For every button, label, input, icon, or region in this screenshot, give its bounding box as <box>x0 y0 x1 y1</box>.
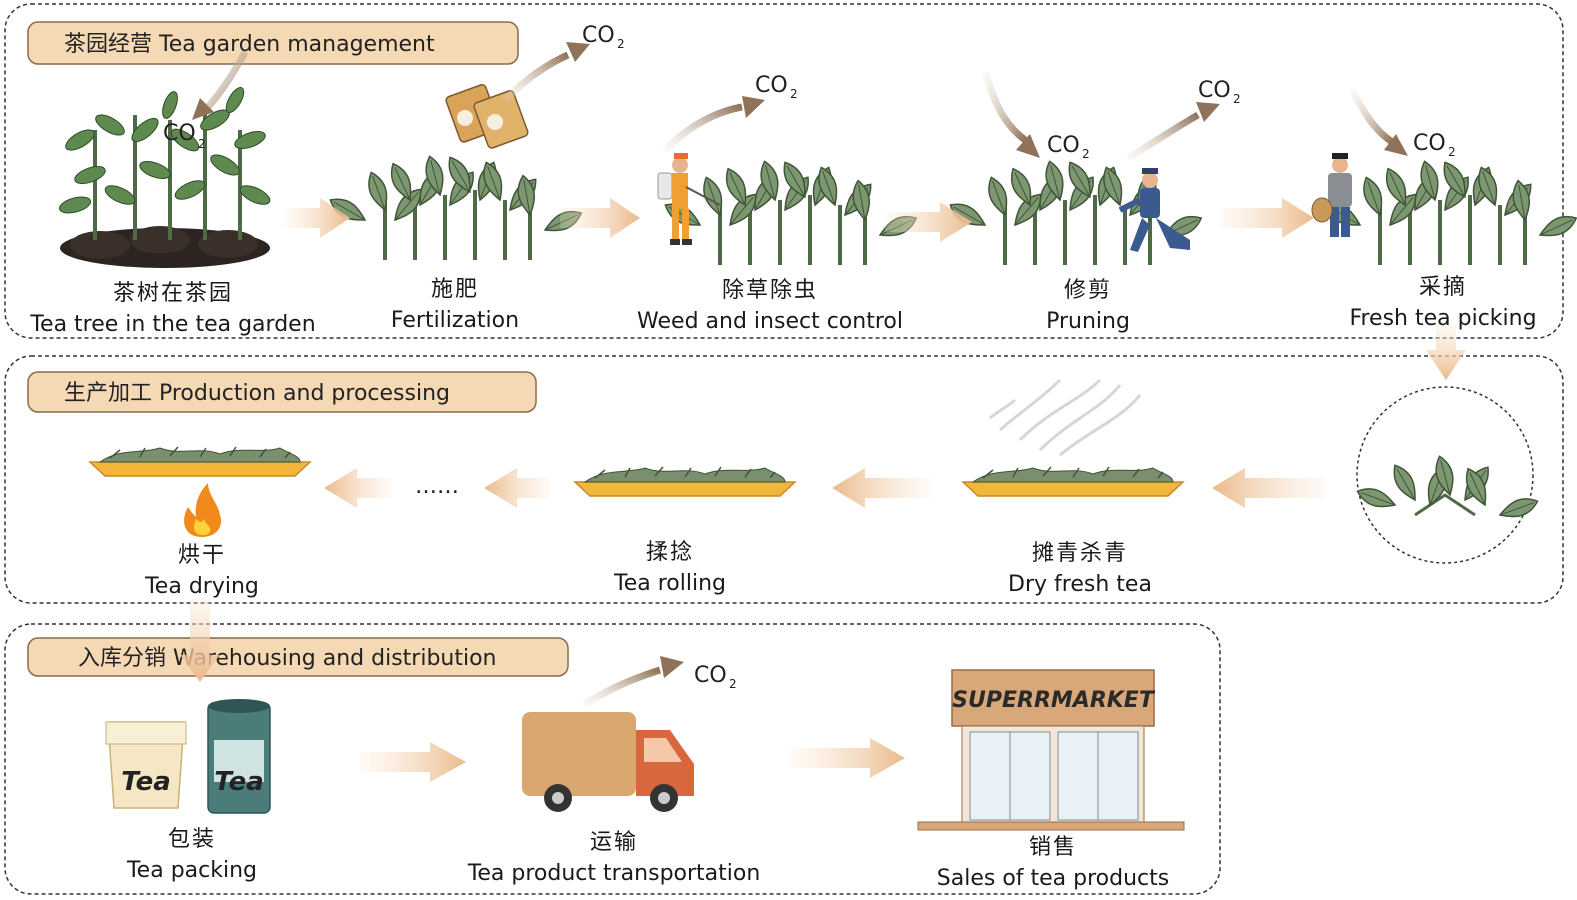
store-sign: SUPERRMARKET <box>952 688 1156 713</box>
co2-arrow-transport <box>582 656 684 708</box>
warehousing-section-border <box>4 623 1221 895</box>
svg-text:2: 2 <box>198 137 206 151</box>
production-section-border <box>4 355 1564 604</box>
sprayer-worker-icon <box>657 153 721 245</box>
svg-text:2: 2 <box>1448 145 1456 159</box>
delivery-truck-icon <box>522 712 694 812</box>
step-dry-fresh-zh: 摊青杀青 <box>1032 541 1128 566</box>
step-picking-en: Fresh tea picking <box>1349 306 1536 331</box>
step-packing-en: Tea packing <box>126 858 257 883</box>
fertilizer-bag-icon <box>445 84 529 149</box>
svg-text:CO: CO <box>755 73 788 98</box>
step-transport-en: Tea product transportation <box>467 861 761 886</box>
flow-arrow-down-1 <box>1426 325 1466 380</box>
step-drying-zh: 烘干 <box>178 543 226 568</box>
svg-text:2: 2 <box>790 87 798 101</box>
flow-arrow-5 <box>1212 468 1325 508</box>
step-weed-en: Weed and insect control <box>637 309 903 334</box>
svg-text:CO: CO <box>1413 131 1446 156</box>
flow-arrow-4 <box>1220 198 1314 238</box>
co2-arrow-picking-in <box>1348 88 1408 156</box>
flow-arrow-1 <box>285 198 350 238</box>
weed-control-bush <box>661 158 919 265</box>
co2-arrow-pruning-in <box>981 70 1040 158</box>
fresh-leaves-circle <box>1354 386 1541 564</box>
step-tree-zh: 茶树在茶园 <box>113 281 233 306</box>
management-badge <box>27 21 519 65</box>
svg-text:Tea: Tea <box>121 767 171 797</box>
step-picking-zh: 采摘 <box>1419 275 1467 300</box>
flow-arrow-7 <box>484 468 550 508</box>
flow-arrow-6 <box>832 468 930 508</box>
warehousing-title: 入库分销 Warehousing and distribution <box>78 646 497 671</box>
step-packing-zh: 包装 <box>168 827 216 852</box>
step-drying-en: Tea drying <box>144 574 259 599</box>
step-rolling-en: Tea rolling <box>613 571 726 596</box>
co2-arrow-fertilization <box>502 42 590 103</box>
step-fertilization-zh: 施肥 <box>431 277 479 302</box>
step-tree-en: Tea tree in the tea garden <box>29 312 315 337</box>
svg-text:CO: CO <box>163 121 196 146</box>
svg-text:CO: CO <box>1198 78 1231 103</box>
flow-arrow-8 <box>324 468 392 508</box>
flow-arrow-10 <box>790 738 905 778</box>
step-weed-zh: 除草除虫 <box>722 278 818 303</box>
warehousing-badge <box>27 637 569 677</box>
picking-bush <box>1321 158 1577 265</box>
tea-package-box-icon: Tea <box>105 721 187 809</box>
pruning-worker-icon <box>1118 168 1190 252</box>
production-badge <box>27 371 537 413</box>
step-rolling-zh: 揉捻 <box>646 540 694 565</box>
tray-rolling <box>574 466 796 497</box>
flow-arrow-down-2 <box>180 598 220 682</box>
step-sales-en: Sales of tea products <box>937 866 1169 891</box>
step-pruning-en: Pruning <box>1046 309 1130 334</box>
tea-package-can-icon: Tea <box>207 699 271 814</box>
tray-drying <box>89 446 311 477</box>
step-fertilization-en: Fertilization <box>391 308 519 333</box>
supermarket-icon: SUPERRMARKET <box>917 669 1185 831</box>
svg-text:2: 2 <box>729 677 737 691</box>
flow-arrow-9 <box>360 742 466 782</box>
flow-arrow-3 <box>885 202 972 242</box>
svg-text:CO: CO <box>582 23 615 48</box>
tray-dry-fresh <box>962 466 1184 497</box>
svg-text:2: 2 <box>1233 92 1241 106</box>
svg-text:2: 2 <box>1082 147 1090 161</box>
steam-lines <box>989 378 1142 457</box>
svg-text:CO: CO <box>694 663 727 688</box>
co2-arrow-weed <box>662 96 765 153</box>
picking-worker-icon <box>1311 153 1352 237</box>
svg-text:2: 2 <box>617 37 625 51</box>
pruning-bush <box>946 158 1204 265</box>
step-transport-zh: 运输 <box>590 830 638 855</box>
svg-text:CO: CO <box>1047 133 1080 158</box>
step-pruning-zh: 修剪 <box>1064 278 1112 303</box>
production-title: 生产加工 Production and processing <box>64 381 450 406</box>
step-sales-zh: 销售 <box>1029 835 1077 860</box>
management-section-border <box>4 3 1564 339</box>
svg-text:Tea: Tea <box>214 767 264 797</box>
co2-arrow-in-tree <box>192 50 249 120</box>
co2-arrow-pruning-out <box>1126 102 1220 162</box>
tea-tree-illustration <box>58 87 271 268</box>
fertilization-bush <box>326 153 584 260</box>
management-title: 茶园经营 Tea garden management <box>64 32 435 57</box>
fire-icon <box>184 483 222 537</box>
ellipsis: …… <box>415 474 459 499</box>
flow-arrow-2 <box>560 198 640 238</box>
step-dry-fresh-en: Dry fresh tea <box>1008 572 1152 597</box>
